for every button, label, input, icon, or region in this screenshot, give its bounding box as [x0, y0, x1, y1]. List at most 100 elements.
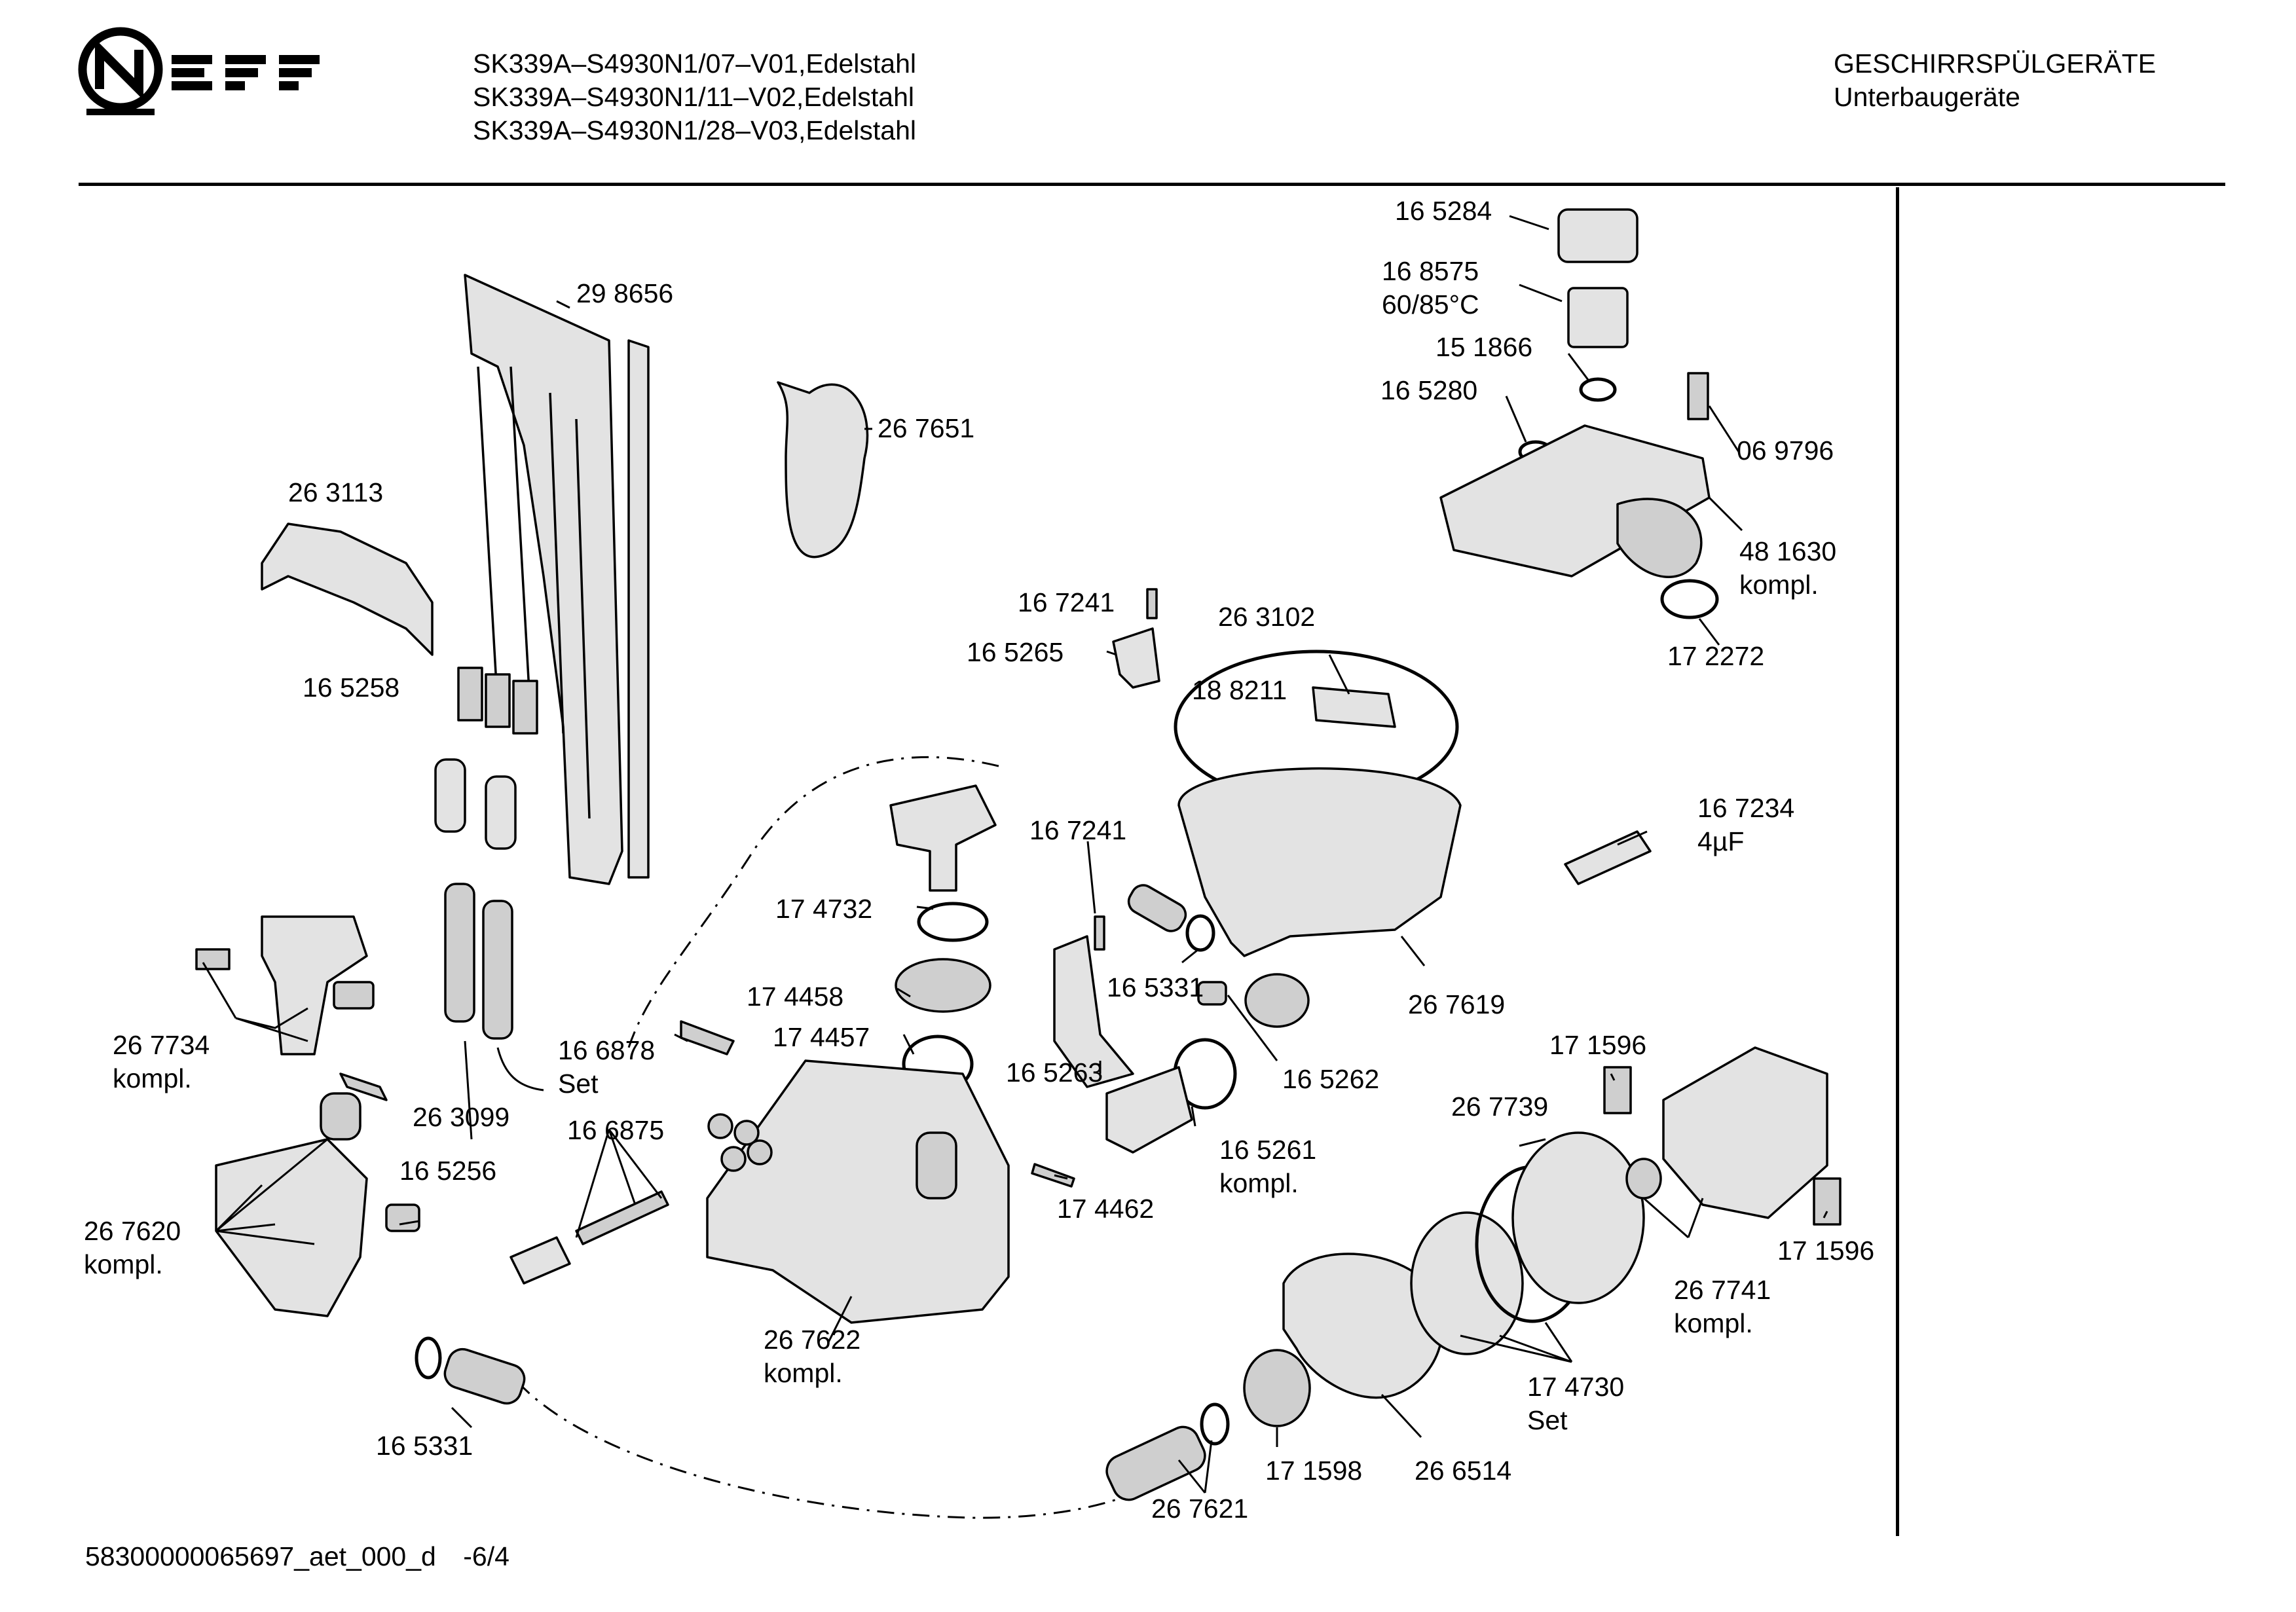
sleeve-right	[485, 775, 517, 850]
impeller-174730	[1410, 1211, 1524, 1355]
category-block: GESCHIRRSPÜLGERÄTE Unterbaugeräte	[1834, 47, 2156, 114]
bearing-267741	[1625, 1158, 1662, 1200]
sleeve-left	[434, 758, 466, 833]
label-167241-mid: 16 7241	[1029, 815, 1126, 845]
document-id: 58300000065697_aet_000_d	[85, 1541, 436, 1571]
sump-outlet	[1244, 973, 1310, 1028]
wire-clip-267620	[339, 1072, 388, 1101]
valve-165261	[1105, 1066, 1193, 1154]
label-171596-top: 17 1596	[1549, 1030, 1646, 1060]
label-267651: 26 7651	[878, 413, 974, 443]
model-line-3: SK339A–S4930N1/28–V03,Edelstahl	[473, 115, 917, 145]
label-174732: 17 4732	[775, 894, 872, 924]
label-298656: 29 8656	[576, 278, 673, 308]
connector-cap	[1557, 208, 1639, 263]
model-line-1: SK339A–S4930N1/07–V01,Edelstahl	[473, 48, 917, 79]
hose-165331-lower	[443, 1347, 526, 1405]
bracket-165265	[1112, 627, 1160, 689]
label-171598: 17 1598	[1265, 1456, 1362, 1486]
label-166875: 16 6875	[567, 1115, 664, 1145]
label-165256: 16 5256	[399, 1156, 496, 1186]
softener-caps	[707, 1113, 773, 1172]
label-263102: 26 3102	[1218, 602, 1315, 632]
neff-logo	[78, 27, 320, 115]
label-167241-top: 16 7241	[1018, 587, 1115, 617]
clip-069796	[1687, 372, 1709, 420]
seal-151866	[1579, 377, 1617, 402]
water-distribution-pipes	[457, 274, 650, 885]
seal-165331-upper	[1185, 914, 1215, 952]
hose-267621	[1105, 1425, 1206, 1501]
hose-165331-upper	[1127, 884, 1187, 932]
right-margin-divider	[1896, 187, 1899, 1536]
thermostat-168575	[1567, 287, 1629, 348]
ring-174458	[895, 958, 991, 1013]
valve-166875	[509, 1236, 571, 1285]
label-165258: 16 5258	[303, 672, 399, 703]
seal-267621	[1200, 1402, 1230, 1446]
sensor-267734	[333, 981, 375, 1010]
label-267621: 26 7621	[1151, 1493, 1248, 1524]
hose-route-line-lower	[516, 1380, 1127, 1519]
pin-174462	[1031, 1163, 1075, 1188]
sump-267619	[1177, 767, 1462, 957]
label-151866: 15 1866	[1435, 332, 1532, 362]
holder-165263	[1053, 935, 1134, 1088]
label-171596-bottom: 17 1596	[1777, 1236, 1874, 1266]
pump-outlet	[1616, 498, 1703, 579]
label-174458: 17 4458	[747, 981, 843, 1012]
part-labels: 29 8656 26 7651 26 3113 16 5258 16 5284 …	[84, 196, 1874, 1524]
pump-cover-267739	[1511, 1131, 1645, 1304]
seal-174732	[917, 902, 989, 942]
hose-clamp-172272	[1660, 579, 1719, 619]
label-267739: 26 7739	[1451, 1091, 1548, 1122]
bearing-171598	[1243, 1349, 1311, 1427]
hose-route-curve	[496, 1047, 544, 1091]
capacitor-167234	[1564, 830, 1652, 885]
motor-267741	[1662, 1046, 1828, 1219]
set-166878	[680, 1020, 735, 1055]
rinse-aid-container	[777, 381, 869, 559]
label-263099: 26 3099	[413, 1102, 509, 1132]
page-number: -6/4	[463, 1541, 509, 1571]
label-172272: 17 2272	[1667, 641, 1764, 671]
label-069796: 06 9796	[1737, 435, 1834, 466]
bracket-171596-top	[1603, 1066, 1632, 1114]
label-267619: 26 7619	[1408, 989, 1505, 1019]
clip-267734	[195, 948, 231, 970]
water-softener-267622	[706, 1059, 1010, 1324]
clip-165262	[1197, 981, 1227, 1006]
bracket-171596-bottom	[1813, 1177, 1842, 1226]
cover-263113	[261, 522, 434, 656]
model-list: SK339A–S4930N1/07–V01,Edelstahl SK339A–S…	[473, 47, 916, 147]
label-165331-lower: 16 5331	[376, 1431, 473, 1461]
spring-166875	[575, 1190, 669, 1245]
label-165284: 16 5284	[1395, 196, 1492, 226]
label-188211: 18 8211	[1192, 675, 1287, 705]
document-footer: 58300000065697_aet_000_d -6/4	[85, 1540, 509, 1573]
label-165331-upper: 16 5331	[1107, 972, 1204, 1002]
screw-167241-top	[1146, 588, 1158, 619]
hose-route-line	[627, 756, 999, 1048]
label-165263: 16 5263	[1006, 1057, 1103, 1088]
dosing-unit-267620	[215, 1138, 368, 1317]
leader-lines	[202, 215, 1828, 1493]
seal-165331-lower	[415, 1336, 442, 1380]
label-174457: 17 4457	[773, 1022, 870, 1052]
screw-167241-mid	[1094, 915, 1105, 951]
label-266514: 26 6514	[1415, 1456, 1511, 1486]
header-divider	[79, 183, 2225, 186]
hose-springs	[444, 883, 513, 1040]
label-165280: 16 5280	[1380, 375, 1477, 405]
cylinder-267620	[320, 1092, 361, 1141]
model-line-2: SK339A–S4930N1/11–V02,Edelstahl	[473, 82, 914, 112]
